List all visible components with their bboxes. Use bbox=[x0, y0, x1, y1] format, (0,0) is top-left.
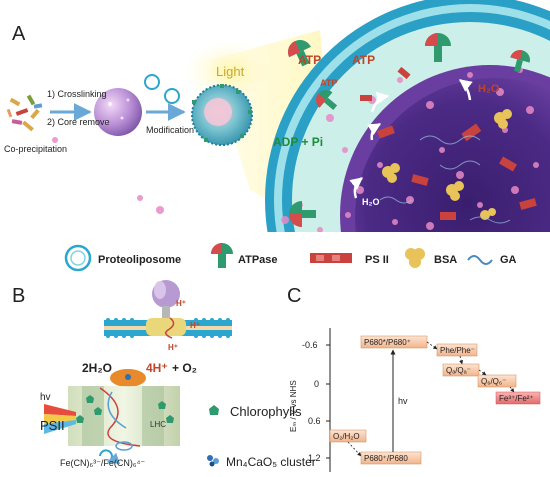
bsa-particles bbox=[382, 109, 512, 220]
atp-synthase bbox=[146, 280, 186, 339]
ps2-icon bbox=[310, 253, 352, 263]
level-label: Qₐ/Qₐ⁻ bbox=[446, 366, 471, 375]
legend-label-ga: GA bbox=[500, 254, 517, 266]
h-plus-3: H⁺ bbox=[168, 343, 178, 352]
legend: Proteoliposome ATPase PS II BSA bbox=[64, 243, 517, 272]
legend-label-ps2: PS II bbox=[365, 254, 389, 266]
chlorophyll-icon bbox=[209, 405, 219, 415]
reaction-right-o: + O₂ bbox=[172, 361, 197, 375]
legend-item-ps2: PS II bbox=[310, 253, 389, 266]
h-plus-1: H⁺ bbox=[176, 299, 186, 308]
psii-complex bbox=[68, 386, 180, 451]
label-h2o-2: H₂O bbox=[362, 197, 380, 207]
panel-b: B H⁺ H⁺ H⁺ 2H₂O bbox=[12, 280, 316, 469]
ga-icon bbox=[467, 255, 493, 265]
atpase bbox=[316, 90, 338, 111]
reaction-left: 2H₂O bbox=[82, 361, 112, 375]
atpase bbox=[510, 50, 530, 73]
floating-proteoliposomes bbox=[144, 74, 180, 104]
ps2-blocks bbox=[360, 66, 537, 220]
label-hv-c: hv bbox=[398, 396, 408, 406]
pink-particles bbox=[52, 67, 539, 232]
level-label: Q₆/Q₆⁻ bbox=[481, 377, 506, 386]
step-crosslinking: 1) Crosslinking bbox=[47, 89, 107, 99]
level-qb bbox=[477, 374, 517, 388]
panel-b-letter: B bbox=[12, 285, 25, 307]
level-label: P680⁺/P680 bbox=[364, 454, 408, 463]
y-tick-label: -0.6 bbox=[302, 340, 318, 350]
y-tick-label: 0 bbox=[314, 379, 319, 389]
label-atp-1: ATP bbox=[298, 53, 321, 67]
y-tick-label: 0.6 bbox=[308, 416, 321, 426]
label-adp-pi: ADP + Pi bbox=[273, 135, 323, 149]
legend-item-ga: GA bbox=[467, 254, 517, 266]
panel-c-letter: C bbox=[287, 285, 301, 307]
label-chlorophylls: Chlorophylls bbox=[230, 404, 302, 419]
chlorophyll-dots bbox=[76, 395, 174, 423]
level-label: P680*/P680⁺ bbox=[364, 338, 411, 347]
label-h2o-1: H₂O bbox=[478, 83, 500, 95]
legend-label-proteoliposome: Proteoliposome bbox=[98, 254, 181, 266]
large-capsule bbox=[52, 0, 550, 232]
light-glow bbox=[182, 40, 278, 104]
bsa-icon bbox=[405, 248, 425, 268]
label-lhc: LHC bbox=[150, 420, 166, 429]
atpase bbox=[425, 33, 451, 62]
level-label: Fe³⁺/Fe²⁺ bbox=[499, 394, 534, 403]
level-p680-ground bbox=[360, 451, 422, 465]
sphere-dots bbox=[104, 98, 130, 124]
legend-item-bsa: BSA bbox=[405, 248, 457, 268]
top-membrane: H⁺ H⁺ H⁺ bbox=[104, 280, 232, 352]
atpase-icon bbox=[211, 243, 233, 268]
label-atp-3: ATP bbox=[320, 78, 337, 88]
level-phe bbox=[436, 343, 478, 357]
h-plus-2: H⁺ bbox=[190, 321, 200, 330]
reaction-right-h: 4H⁺ bbox=[146, 361, 168, 375]
label-co-precipitation: Co-precipitation bbox=[4, 144, 67, 154]
label-ferricyanide: Fe(CN)₆³⁻/Fe(CN)₆⁴⁻ bbox=[60, 458, 145, 468]
atpase bbox=[288, 40, 311, 67]
co-precipitate-cluster bbox=[6, 94, 43, 132]
atpase bbox=[289, 201, 316, 227]
panel-c: C -0.6 0 0.6 1.2 Eₘ / V vs NHS P680*/P68… bbox=[287, 285, 541, 472]
level-label: Phe/Phe⁻ bbox=[440, 346, 475, 355]
panel-a-letter: A bbox=[12, 23, 26, 45]
atpase-on-membrane bbox=[288, 33, 530, 227]
y-axis-label: Eₘ / V vs NHS bbox=[289, 380, 298, 432]
white-arrows bbox=[349, 79, 473, 199]
y-ticks bbox=[326, 344, 330, 459]
mn-cluster-dot bbox=[125, 374, 131, 380]
cycle-arrow bbox=[99, 449, 121, 465]
legend-label-bsa: BSA bbox=[434, 254, 457, 266]
light-rays bbox=[44, 404, 76, 434]
level-fe bbox=[495, 391, 541, 405]
label-modification: Modification bbox=[146, 125, 194, 135]
legend-item-atpase: ATPase bbox=[211, 243, 278, 268]
step-core-remove: 2) Core remove bbox=[47, 117, 110, 127]
cluster-icon bbox=[207, 455, 219, 467]
label-cluster: Mn₄CaO₅ cluster bbox=[226, 455, 316, 469]
template-sphere bbox=[94, 88, 142, 136]
level-label: O₂/H₂O bbox=[333, 432, 360, 441]
ga-lines bbox=[379, 135, 511, 224]
label-atp-2: ATP bbox=[352, 53, 375, 67]
label-psii: PSII bbox=[40, 418, 65, 433]
legend-item-proteoliposome: Proteoliposome bbox=[64, 244, 181, 272]
label-light: Light bbox=[216, 64, 245, 79]
panel-a: A 1) Crosslinking 2) Core remove Co-prec… bbox=[4, 0, 550, 232]
label-hv-b: hv bbox=[40, 392, 51, 403]
proteoliposome-icon bbox=[64, 244, 92, 272]
electron-transfer-arrows bbox=[347, 341, 515, 457]
legend-label-atpase: ATPase bbox=[238, 254, 278, 266]
y-tick-label: 1.2 bbox=[308, 453, 321, 463]
modified-capsule bbox=[191, 84, 253, 146]
